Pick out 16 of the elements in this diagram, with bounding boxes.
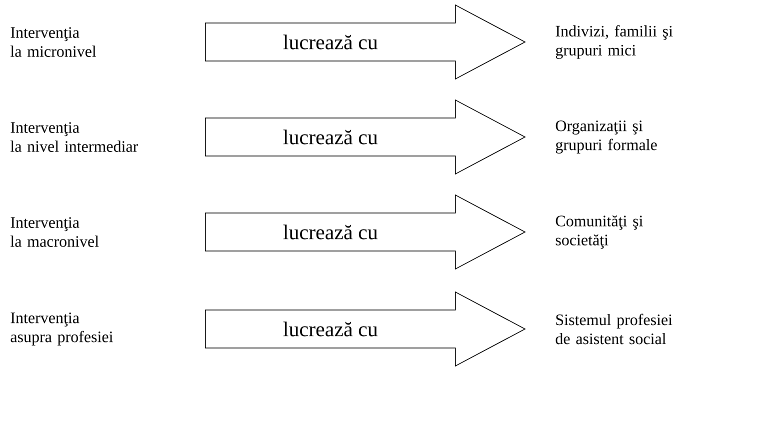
block-arrow <box>205 99 526 175</box>
block-arrow <box>205 291 526 367</box>
text-label: Intervenţia la micronivel <box>10 27 96 57</box>
text-label: Intervenţia la nivel intermediar <box>10 122 138 152</box>
arrow-label: lucrează cu <box>282 128 379 146</box>
text-label: Indivizi, familii şi grupuri mici <box>556 25 673 59</box>
arrow-label: lucrează cu <box>282 320 379 338</box>
text-label: Sistemul profesiei de asistent social <box>556 314 672 344</box>
block-arrow <box>205 194 526 270</box>
text-label: Comunităţi şi societăţi <box>556 215 643 249</box>
text-label: Intervenţia asupra profesiei <box>10 312 113 346</box>
arrow-label: lucrează cu <box>282 34 379 50</box>
text-label: Intervenţia la macronivel <box>10 217 99 247</box>
text-label: Organizaţii şi grupuri formale <box>556 120 657 154</box>
arrow-label: lucrează cu <box>282 224 379 240</box>
block-arrow <box>205 4 526 80</box>
